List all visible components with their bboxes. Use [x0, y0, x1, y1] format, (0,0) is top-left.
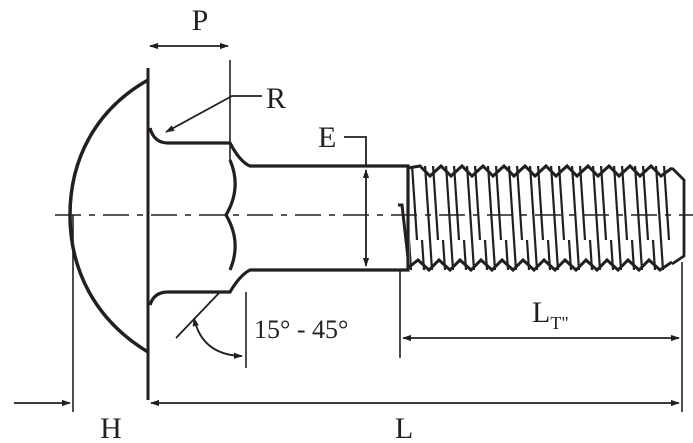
label-E: E	[318, 121, 336, 154]
e-leader	[344, 136, 367, 166]
square-neck	[148, 127, 410, 306]
thread-crest-bottom	[407, 257, 673, 273]
thread-end	[671, 167, 686, 266]
bolt-head-dome	[68, 78, 149, 354]
neck-curve	[224, 159, 237, 271]
thread-pattern	[410, 166, 672, 270]
label-L: L	[395, 412, 413, 443]
angle-arc	[192, 317, 243, 359]
label-H: H	[100, 412, 122, 443]
r-leader	[165, 95, 262, 133]
label-LT: LT"	[532, 296, 569, 333]
thread-start	[398, 203, 410, 259]
thread-crest-top	[407, 163, 673, 179]
angle-leader-line	[175, 291, 221, 339]
label-P: P	[192, 4, 209, 37]
label-angle: 15° - 45°	[254, 315, 348, 344]
label-R: R	[266, 82, 286, 115]
